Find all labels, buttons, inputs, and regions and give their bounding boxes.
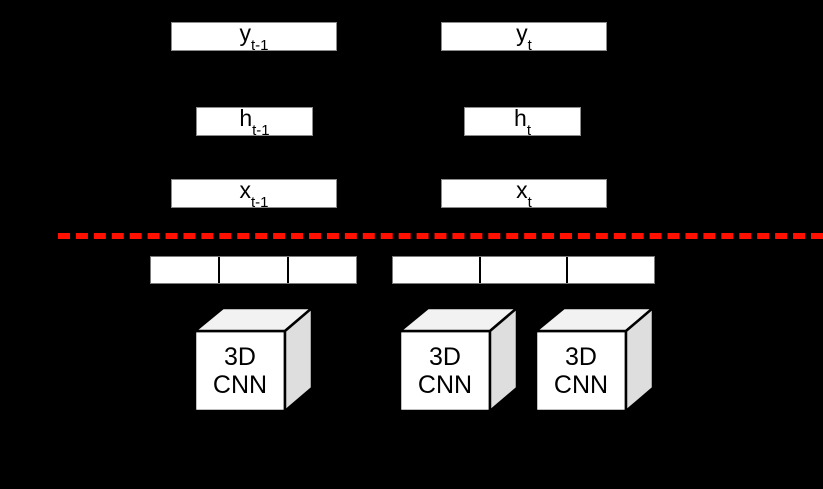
cnn-block-1: 3D CNN [186,303,312,415]
cnn-block-2: 3D CNN [391,303,517,415]
output-symbol-subscript: t-1 [250,37,269,55]
cube-shape [396,306,517,414]
feature-bar-segment [218,257,287,283]
hidden-label-h-t-minus-1: ht-1 [239,104,269,138]
output-label-y-t: yt [516,19,532,53]
input-symbol-base: x [516,176,528,203]
feature-bar-left [150,256,357,284]
hidden-symbol-base: h [514,104,527,131]
output-symbol-subscript: t [527,37,532,55]
cube-shape [191,306,312,414]
feature-bar-segment [287,257,356,283]
feature-bar-segment [566,257,655,283]
hidden-symbol-base: h [239,104,253,131]
output-label-y-t-minus-1: yt-1 [239,19,268,53]
input-symbol-subscript: t [527,194,532,212]
hidden-symbol-subscript: t [526,122,531,140]
cube-shape [532,306,653,414]
input-symbol-subscript: t-1 [250,194,269,212]
cnn-block-label: 3D CNN [400,331,490,411]
input-box-x-t: xt [441,176,607,210]
cnn-block-label: 3D CNN [195,331,285,411]
input-symbol-base: x [239,176,251,203]
cnn-label-line1: 3D [565,343,597,371]
hidden-box-h-t: ht [464,104,581,138]
hidden-label-h-t: ht [514,104,531,138]
hidden-symbol-subscript: t-1 [252,122,270,140]
output-box-y-t-minus-1: yt-1 [171,19,337,53]
input-box-x-t-minus-1: xt-1 [171,176,337,210]
feature-bar-segment [151,257,218,283]
hidden-box-h-t-minus-1: ht-1 [196,104,313,138]
output-symbol-base: y [516,19,528,46]
output-box-y-t: yt [441,19,607,53]
cnn-label-line1: 3D [224,343,256,371]
cnn-label-line2: CNN [417,371,473,399]
feature-bar-right [392,256,655,284]
cnn-label-line2: CNN [212,371,268,399]
cnn-block-label: 3D CNN [536,331,626,411]
cnn-block-3: 3D CNN [527,303,653,415]
red-dashed-divider [58,233,823,239]
cnn-label-line2: CNN [553,371,609,399]
input-label-x-t: xt [516,176,532,210]
feature-bar-segment [478,257,567,283]
input-label-x-t-minus-1: xt-1 [239,176,268,210]
output-symbol-base: y [239,19,251,46]
feature-bar-segment [393,257,479,283]
cnn-label-line1: 3D [429,343,461,371]
